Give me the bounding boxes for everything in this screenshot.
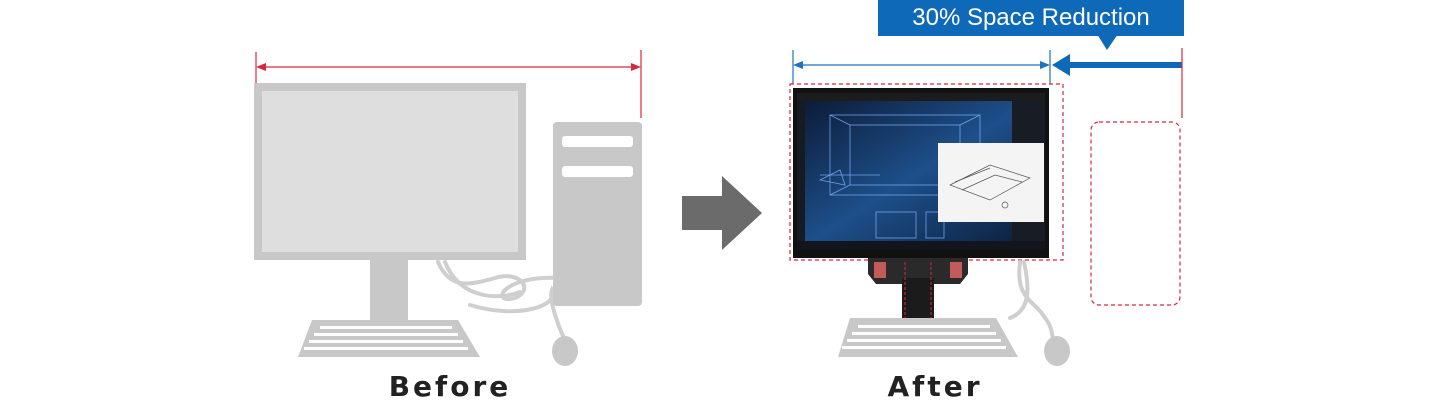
monitor-footprint-outline bbox=[789, 83, 1064, 261]
after-setup bbox=[789, 34, 1183, 366]
after-width-dimension bbox=[792, 50, 1051, 84]
space-reduction-badge: 30% Space Reduction bbox=[878, 0, 1184, 36]
after-label: After bbox=[887, 370, 983, 403]
mouse-icon bbox=[1044, 336, 1070, 366]
monitor-with-embedded-pc-icon bbox=[793, 88, 1049, 258]
mouse-icon bbox=[552, 336, 578, 366]
keyboard-icon bbox=[838, 318, 1018, 357]
before-setup bbox=[254, 50, 642, 366]
cables bbox=[436, 260, 567, 342]
cables bbox=[1008, 260, 1059, 348]
pc-tower-icon bbox=[553, 122, 642, 306]
keyboard-icon bbox=[298, 320, 480, 357]
reduction-arrow bbox=[1052, 34, 1182, 76]
before-label: Before bbox=[388, 370, 512, 403]
monitor-icon bbox=[254, 83, 526, 340]
removed-pc-outline bbox=[1090, 121, 1181, 306]
right-arrow-icon bbox=[682, 176, 762, 250]
monitor-stand bbox=[868, 258, 968, 318]
